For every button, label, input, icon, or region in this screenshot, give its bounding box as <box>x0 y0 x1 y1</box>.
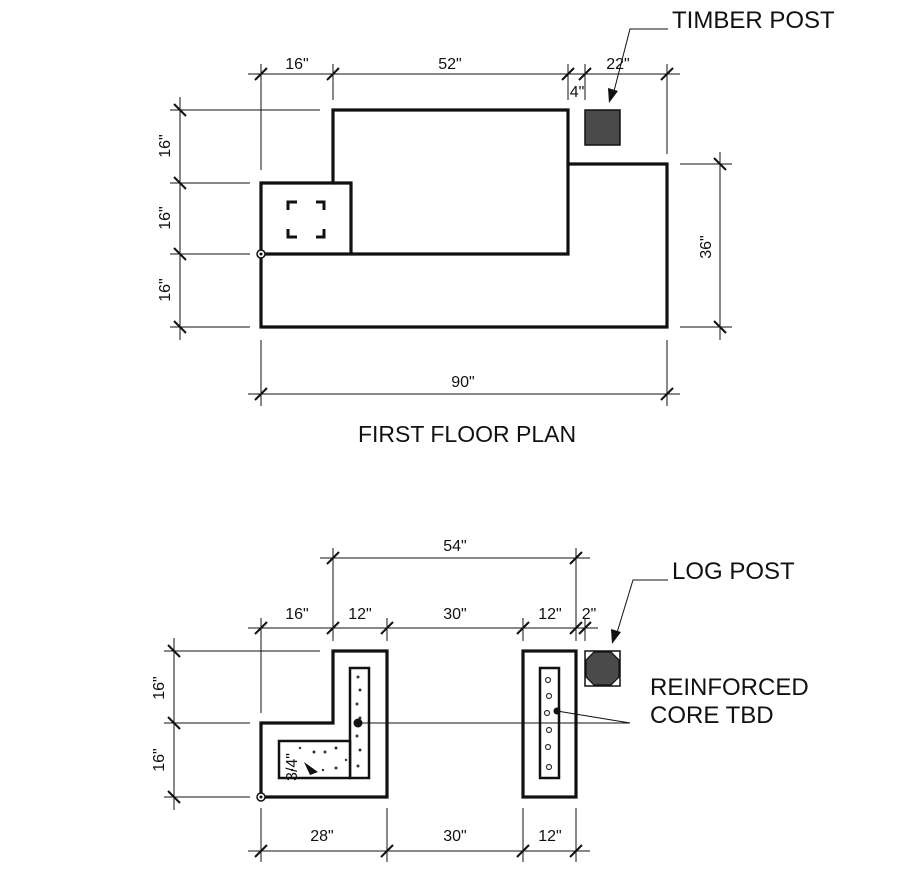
foundation-top-dimension-chain: 16" 12" 30" 12" 2" <box>248 606 598 713</box>
dim-found-top-12-a: 12" <box>348 606 371 623</box>
log-post-frame <box>584 650 621 687</box>
column-footing <box>521 649 578 799</box>
dashed-opening-symbol <box>286 200 326 239</box>
bottom-dimension-chain: 90" <box>248 340 680 406</box>
dim-top-52: 52" <box>438 56 461 73</box>
right-dimension-chain: 36" <box>680 152 732 340</box>
dim-found-top-16: 16" <box>285 606 308 623</box>
inner-arrow-icon <box>304 762 318 775</box>
concrete-speckle <box>290 675 362 772</box>
log-post-label: LOG POST <box>672 558 795 585</box>
dim-top-4: 4" <box>570 84 585 101</box>
dim-found-top-12-b: 12" <box>538 606 561 623</box>
log-post-arrow-icon <box>611 629 621 644</box>
dim-left-16-b: 16" <box>157 206 174 229</box>
dim-found-bottom-30: 30" <box>443 828 466 845</box>
foundation-left-dimension-chain: 16" 16" <box>151 638 320 810</box>
first-floor-inner-block <box>333 181 353 254</box>
dim-found-left-16-a: 16" <box>151 676 168 699</box>
core-label-line1: REINFORCED <box>650 674 809 701</box>
dim-top-16: 16" <box>285 56 308 73</box>
column-core-rebar <box>543 676 553 771</box>
left-dimension-chain: 16" 16" 16" <box>157 97 320 340</box>
dim-right-36: 36" <box>698 235 715 258</box>
dim-top-22: 22" <box>606 56 629 73</box>
first-floor-plan-title: FIRST FLOOR PLAN <box>358 421 576 447</box>
dim-found-bottom-28: 28" <box>310 828 333 845</box>
foundation-bottom-dimension-chain: 28" 30" 12" <box>248 808 590 862</box>
dim-top-54: 54" <box>443 538 466 555</box>
top-overall-dimension: 54" <box>320 538 590 641</box>
dim-left-16-a: 16" <box>157 134 174 157</box>
timber-post-leader <box>612 28 668 96</box>
first-floor-inner-wall <box>261 164 570 256</box>
foundation-plan: 3/4" LOG POST REINFORCED CORE TBD <box>151 538 809 862</box>
dim-found-bottom-12: 12" <box>538 828 561 845</box>
core-leader-right <box>556 710 631 724</box>
dim-bottom-90: 90" <box>451 374 474 391</box>
timber-post-arrow-icon <box>608 88 618 103</box>
log-post <box>585 651 620 686</box>
l-footing-core-horizontal <box>277 739 352 780</box>
dim-inner-three-quarter: 3/4" <box>284 753 301 781</box>
log-post-leader <box>615 579 668 637</box>
dim-left-16-c: 16" <box>157 278 174 301</box>
core-label-line2: CORE TBD <box>650 702 774 729</box>
timber-post-label: TIMBER POST <box>672 7 835 34</box>
dim-found-left-16-b: 16" <box>151 748 168 771</box>
dim-found-top-2: 2" <box>582 606 597 623</box>
dim-found-top-30: 30" <box>443 606 466 623</box>
first-floor-outline <box>259 108 669 329</box>
timber-post <box>584 109 621 146</box>
top-dimension-chain: 16" 52" 22" 4" <box>248 56 680 170</box>
first-floor-plan: TIMBER POST 16" 52" 22" 4" <box>157 7 835 447</box>
